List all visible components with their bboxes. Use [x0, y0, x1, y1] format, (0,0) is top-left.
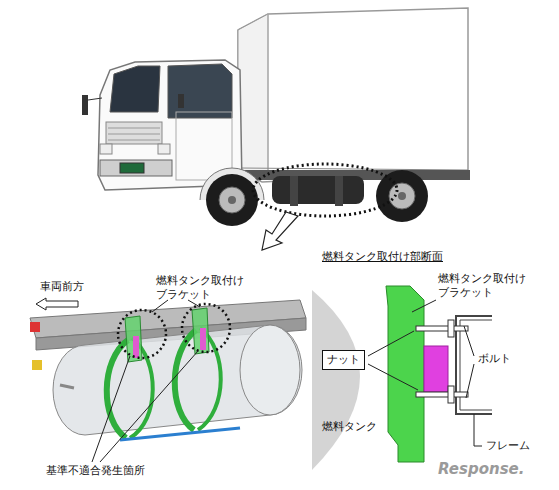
section-title: 燃料タンク取付け部断面: [322, 250, 443, 264]
label-box: ナット: [322, 350, 365, 370]
part-label: 燃料タンク取付け ブラケット: [156, 274, 252, 303]
direction-label: 車両前方: [40, 280, 84, 294]
box-text: ナット: [327, 353, 360, 366]
watermark: Response.: [438, 460, 524, 480]
tank-3d-view: [30, 298, 306, 462]
part-label: 燃料タンク取付け ブラケット: [438, 272, 534, 301]
part-label: 燃料タンク: [322, 420, 377, 434]
cross-section: [312, 286, 492, 470]
note-label: 基準不適合発生箇所: [46, 464, 145, 478]
truck: [82, 8, 470, 250]
part-label: ボルト: [478, 352, 511, 366]
part-label: フレーム: [486, 439, 530, 453]
